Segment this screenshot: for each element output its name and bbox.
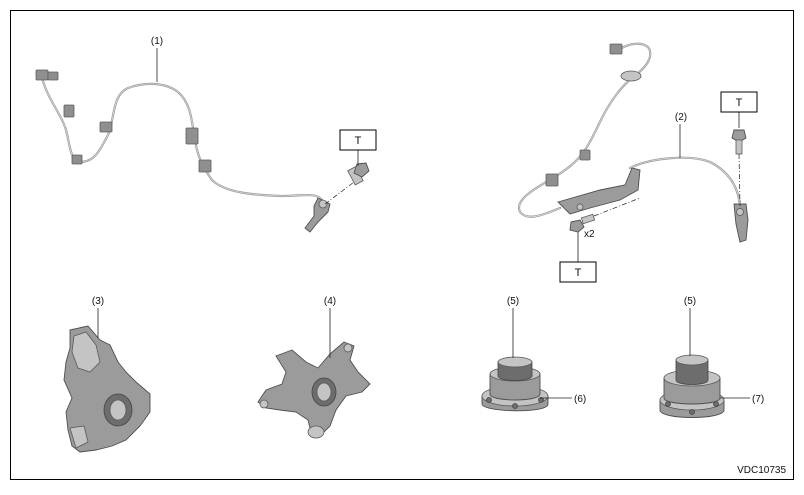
hub-stud-icon (689, 409, 695, 415)
callout-7: (7) (752, 394, 764, 405)
part-1-abs-sensor-harness (35, 69, 370, 233)
hub-stud-icon (713, 401, 719, 407)
callout-2: (2) (675, 112, 687, 123)
torque-box-3: T (559, 261, 597, 283)
bolt-axis-line (738, 153, 741, 207)
callout-5-left: (5) (507, 296, 519, 307)
svg-text:T: T (575, 267, 582, 279)
clip-icon (99, 121, 113, 133)
harness-connector-icon (35, 69, 49, 81)
figure-code: VDC10735 (737, 465, 786, 476)
svg-text:T: T (355, 135, 362, 147)
bracket-hole-icon (576, 203, 584, 211)
part-5-6-hub-unit (481, 308, 572, 412)
clip-icon (185, 127, 199, 145)
bushing-icon (307, 425, 325, 439)
sensor-bolt-icon (731, 129, 747, 155)
part-2-abs-sensor-harness (517, 42, 749, 262)
callout-6: (6) (574, 394, 586, 405)
hub-stud-icon (512, 403, 518, 409)
bracket-bolt-icon (569, 213, 596, 233)
clip-icon (579, 149, 591, 161)
sensor-mount-hole-icon (318, 199, 328, 209)
sensor-mount-hole-icon (736, 208, 744, 216)
sensor-bolt-icon (347, 162, 370, 186)
grommet-icon (620, 70, 642, 82)
callout-3: (3) (92, 296, 104, 307)
harness-bracket-icon (557, 167, 641, 215)
callout-1: (1) (151, 36, 163, 47)
hub-stud-icon (486, 397, 492, 403)
bolt-axis-line (324, 181, 355, 205)
hub-stud-icon (538, 397, 544, 403)
clip-icon (545, 173, 559, 187)
part-4-rear-knuckle (257, 308, 371, 439)
part-3-front-knuckle (63, 308, 151, 453)
bolt-axis-line (593, 197, 641, 217)
quantity-label: x2 (584, 229, 595, 240)
svg-text:T: T (736, 97, 743, 109)
diagram-frame (10, 10, 794, 480)
hub-stud-icon (665, 401, 671, 407)
callout-5-right: (5) (684, 296, 696, 307)
clip-icon (47, 71, 59, 81)
clip-icon (71, 154, 83, 165)
harness-connector-icon (609, 43, 623, 55)
part-5-7-hub-unit (659, 308, 750, 418)
torque-box-1: T (339, 129, 377, 151)
callout-4: (4) (324, 296, 336, 307)
clip-icon (198, 159, 212, 173)
torque-box-2: T (720, 91, 758, 113)
clip-icon (63, 104, 75, 118)
